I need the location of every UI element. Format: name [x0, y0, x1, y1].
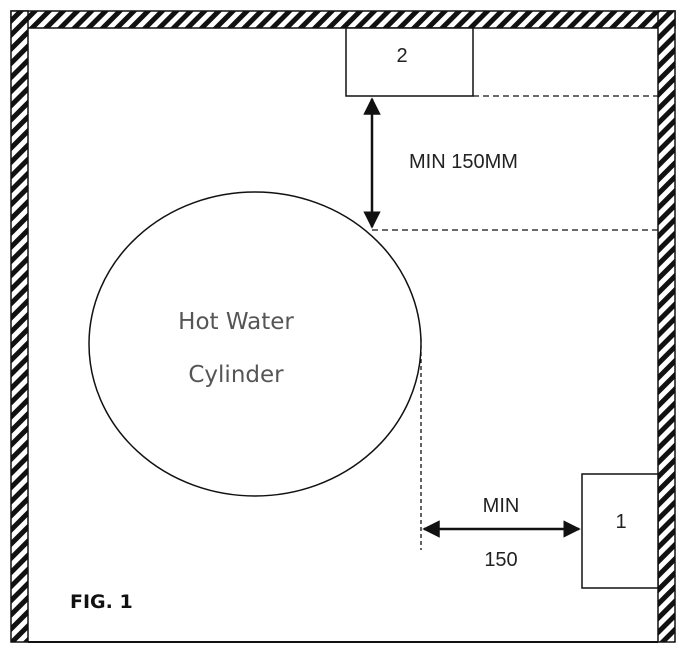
top-wall — [10, 10, 676, 29]
horizontal-clearance-label-bottom: 150 — [484, 549, 517, 571]
figure-label: FIG. 1 — [70, 591, 133, 613]
component-box-1 — [581, 473, 659, 589]
component-box-2-label: 2 — [396, 45, 407, 67]
component-box-2 — [345, 27, 474, 97]
cylinder-label-line2: Cylinder — [188, 362, 284, 388]
horizontal-clearance-label-top: MIN — [483, 495, 520, 517]
cylinder-label-line1: Hot Water — [178, 309, 294, 335]
vertical-clearance-label: MIN 150MM — [409, 151, 518, 173]
wall-hatching — [10, 10, 676, 643]
right-wall — [657, 10, 676, 643]
component-box-1-label: 1 — [615, 511, 626, 533]
left-wall — [10, 10, 29, 643]
hot-water-cylinder — [88, 191, 422, 497]
